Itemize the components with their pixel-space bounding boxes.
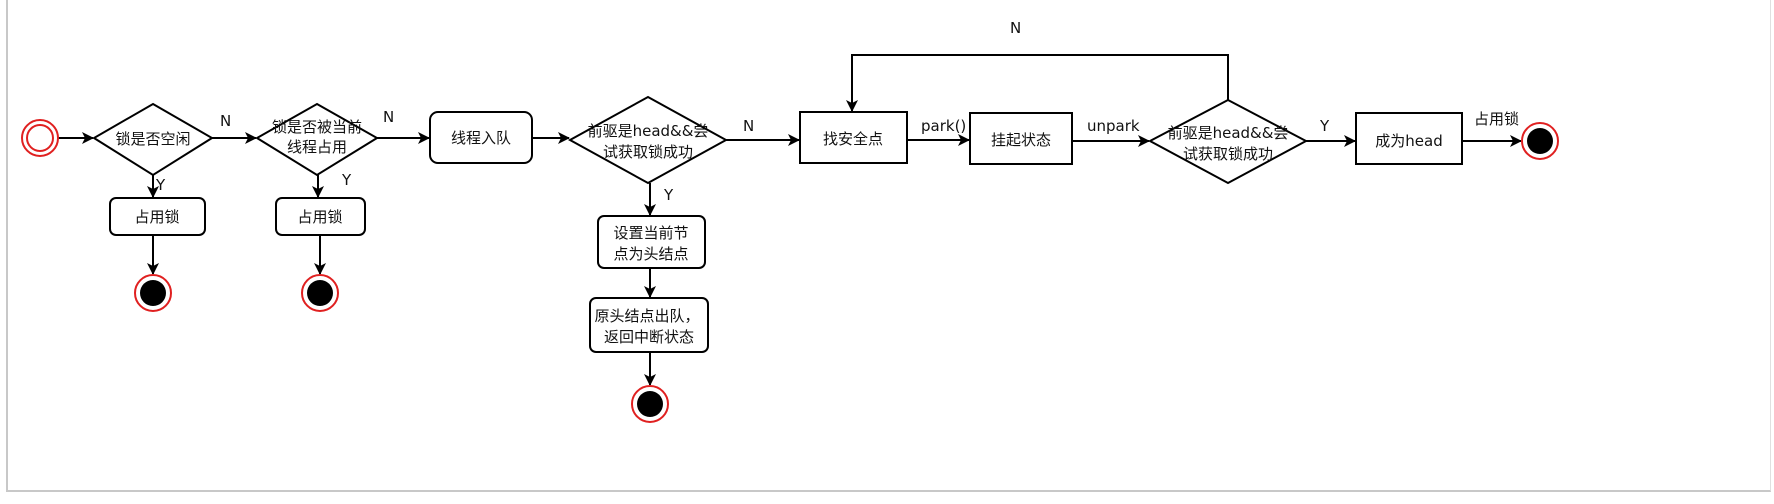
decision-pred-head-try-acquire-2: 前驱是head&&尝 试获取锁成功 xyxy=(1147,98,1309,185)
edge-label-d4-n: N xyxy=(1010,19,1021,37)
decision-label: 试获取锁成功 xyxy=(603,143,693,161)
decision-label: 前驱是head&&尝 xyxy=(588,122,709,140)
edge-label-unpark: unpark xyxy=(1087,117,1140,135)
start-node xyxy=(21,119,59,157)
end-node-4 xyxy=(1521,122,1559,160)
action-label: 原头结点出队， xyxy=(594,307,699,325)
edges xyxy=(58,54,1522,386)
edge-labels: N Y N Y N Y park() unpark Y N 占用锁 xyxy=(155,19,1519,204)
action-label: 找安全点 xyxy=(823,130,883,148)
diagram-frame xyxy=(6,0,1771,492)
action-label: 挂起状态 xyxy=(991,131,1051,149)
action-acquire-lock-1: 占用锁 xyxy=(109,197,206,236)
action-dequeue-old-head: 原头结点出队， 返回中断状态 xyxy=(589,297,709,353)
decision-pred-head-try-acquire: 前驱是head&&尝 试获取锁成功 xyxy=(567,95,729,185)
action-label: 返回中断状态 xyxy=(604,328,694,346)
edge-label-d1-y: Y xyxy=(155,176,166,194)
edge-d4-loop-safepoint xyxy=(846,54,1229,112)
decision-lock-free: 锁是否空闲 xyxy=(92,102,214,177)
decision-label: 前驱是head&&尝 xyxy=(1168,124,1289,142)
edge-label-d3-y: Y xyxy=(663,186,674,204)
action-suspended: 挂起状态 xyxy=(969,112,1073,165)
edge-label-d1-n: N xyxy=(220,112,231,130)
action-label: 成为head xyxy=(1375,132,1442,150)
action-become-head: 成为head xyxy=(1355,112,1463,165)
decision-label: 锁是否空闲 xyxy=(115,130,190,148)
edge-label-d4-y: Y xyxy=(1319,117,1330,135)
decision-label: 试获取锁成功 xyxy=(1183,145,1273,163)
edge-label-d3-n: N xyxy=(743,117,754,135)
action-label: 占用锁 xyxy=(134,208,179,226)
decision-owned-by-current: 锁是否被当前 线程占用 xyxy=(255,102,379,177)
edge-label-d2-y: Y xyxy=(341,171,352,189)
decision-label: 锁是否被当前 xyxy=(272,118,362,136)
action-find-safe-point: 找安全点 xyxy=(799,111,908,164)
action-label: 占用锁 xyxy=(297,208,342,226)
action-label: 线程入队 xyxy=(451,129,511,147)
end-node-3 xyxy=(631,385,669,423)
decision-label: 线程占用 xyxy=(287,138,347,156)
end-node-2 xyxy=(301,274,339,312)
edge-label-park: park() xyxy=(921,117,966,135)
action-acquire-lock-2: 占用锁 xyxy=(275,197,366,236)
edge-label-d2-n: N xyxy=(383,108,394,126)
action-enqueue: 线程入队 xyxy=(429,111,533,164)
end-node-1 xyxy=(134,274,172,312)
action-label: 设置当前节 xyxy=(613,224,688,242)
edge-label-acquire-lock: 占用锁 xyxy=(1474,110,1519,128)
action-set-head: 设置当前节 点为头结点 xyxy=(597,215,706,269)
action-label: 点为头结点 xyxy=(613,245,688,263)
